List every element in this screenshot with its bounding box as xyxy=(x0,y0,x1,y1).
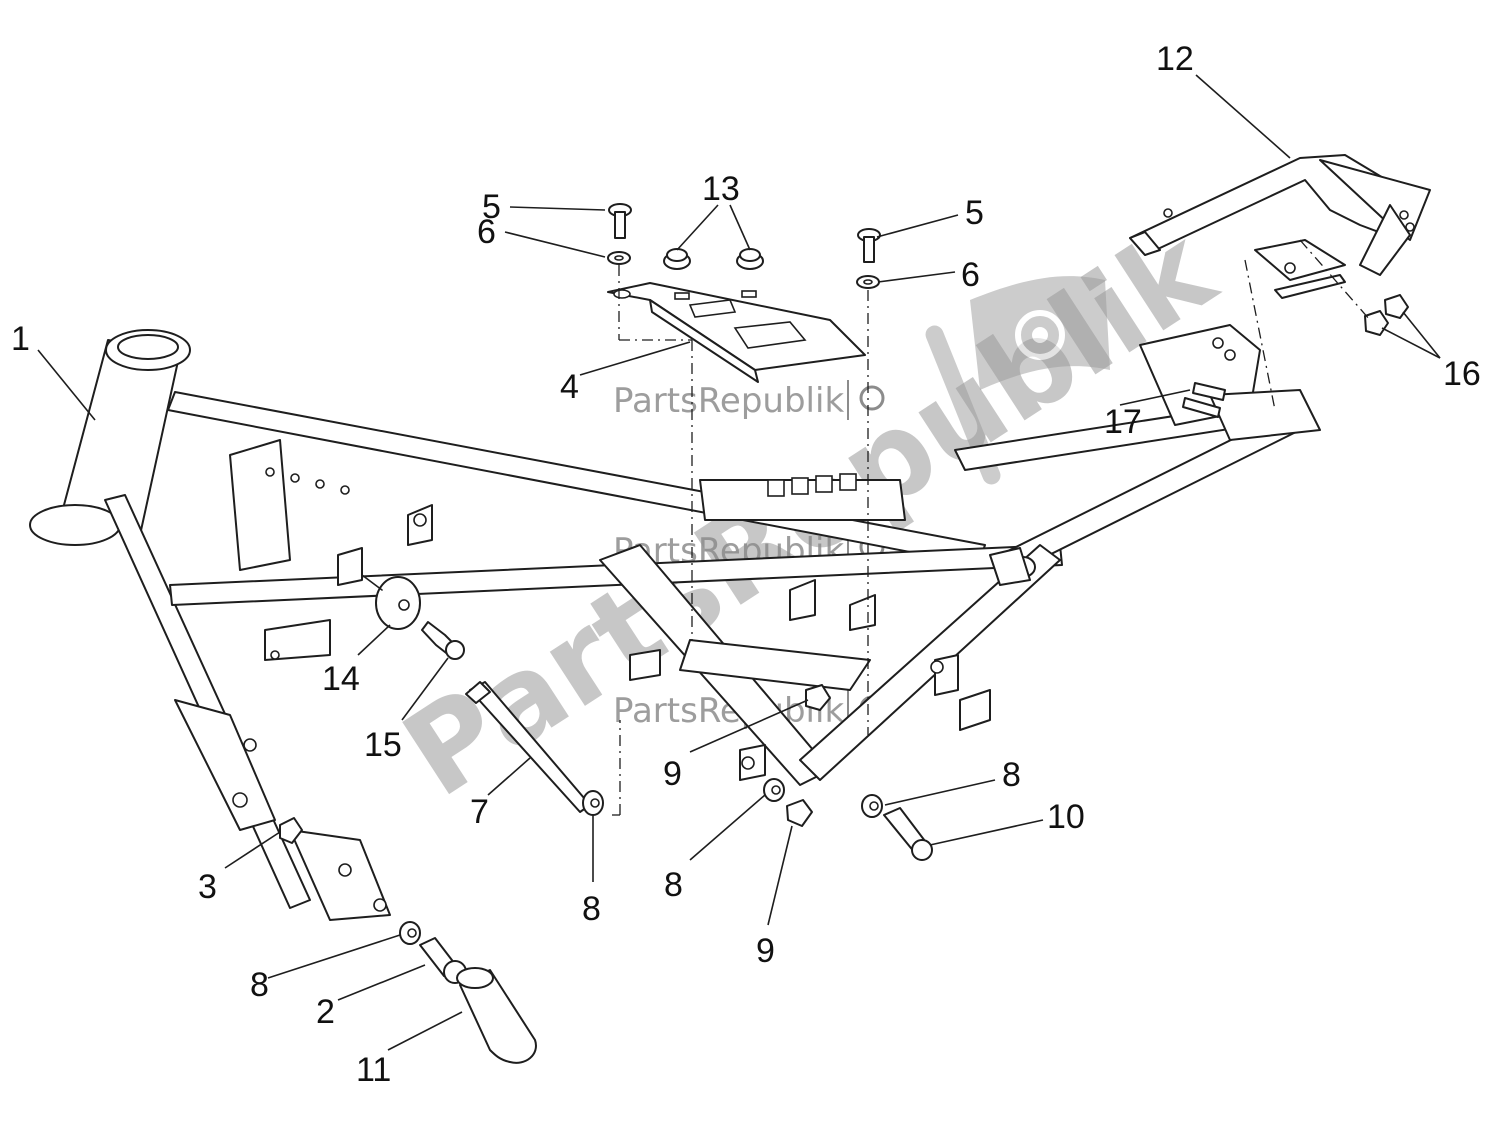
callout-5-left[interactable]: 5 xyxy=(482,188,501,226)
nut-9-upper[interactable] xyxy=(805,684,831,711)
grommet-13-right[interactable] xyxy=(736,248,764,270)
washer-8-lower-left[interactable] xyxy=(399,921,421,945)
watermark-flag-logo xyxy=(925,276,1110,485)
rubber-damper-14[interactable] xyxy=(361,574,421,630)
rear-grab-rail[interactable] xyxy=(1129,154,1431,299)
washer-6-left[interactable] xyxy=(607,251,631,265)
long-bolt-7[interactable] xyxy=(465,681,591,813)
callout-16[interactable]: 16 xyxy=(1443,355,1481,393)
callout-8-lower-left[interactable]: 8 xyxy=(250,966,269,1004)
callout-12[interactable]: 12 xyxy=(1156,40,1194,78)
assembly-guide-lines xyxy=(612,239,1371,816)
callout-9-lower[interactable]: 9 xyxy=(756,932,775,970)
callout-3[interactable]: 3 xyxy=(198,868,217,906)
bolt-10[interactable] xyxy=(883,807,933,861)
callout-leaders xyxy=(37,74,1441,1051)
rubber-cap-11[interactable] xyxy=(456,967,537,1064)
callout-4[interactable]: 4 xyxy=(560,368,579,406)
callout-6-left[interactable]: 6 xyxy=(477,213,496,251)
callout-8-center[interactable]: 8 xyxy=(582,890,601,928)
washer-6-right[interactable] xyxy=(856,275,880,289)
gear-icon xyxy=(859,385,885,411)
nut-16-lower[interactable] xyxy=(1364,310,1389,336)
washer-8-mid[interactable] xyxy=(763,778,785,802)
callout-17[interactable]: 17 xyxy=(1104,403,1142,441)
callout-6-right[interactable]: 6 xyxy=(961,256,980,294)
callout-labels: 1 2 3 4 5 5 6 6 7 8 8 8 8 9 9 10 11 12 1… xyxy=(11,40,1481,1089)
bolt-15[interactable] xyxy=(421,621,465,660)
bolt-5-left[interactable] xyxy=(608,203,632,239)
callout-14[interactable]: 14 xyxy=(322,660,360,698)
battery-tray[interactable] xyxy=(607,282,866,383)
callout-2[interactable]: 2 xyxy=(316,993,335,1031)
watermark-small-text: PartsRepublik xyxy=(613,381,844,421)
callout-1[interactable]: 1 xyxy=(11,320,30,358)
nut-9-lower[interactable] xyxy=(786,799,813,827)
callout-10[interactable]: 10 xyxy=(1047,798,1085,836)
washer-8-right[interactable] xyxy=(861,794,883,818)
callout-13[interactable]: 13 xyxy=(702,170,740,208)
callout-7[interactable]: 7 xyxy=(470,793,489,831)
bolt-17[interactable] xyxy=(1182,382,1226,418)
nut-3[interactable] xyxy=(279,817,303,844)
grommet-13-left[interactable] xyxy=(663,248,691,270)
washer-8-center[interactable] xyxy=(582,790,604,816)
bolt-5-right[interactable] xyxy=(857,228,881,263)
callout-8-right[interactable]: 8 xyxy=(1002,756,1021,794)
callout-9-upper[interactable]: 9 xyxy=(663,755,682,793)
callout-15[interactable]: 15 xyxy=(364,726,402,764)
watermark-small-1: PartsRepublik xyxy=(613,380,885,421)
callout-5-right[interactable]: 5 xyxy=(965,194,984,232)
callout-11[interactable]: 11 xyxy=(356,1051,391,1089)
callout-8-mid[interactable]: 8 xyxy=(664,866,683,904)
